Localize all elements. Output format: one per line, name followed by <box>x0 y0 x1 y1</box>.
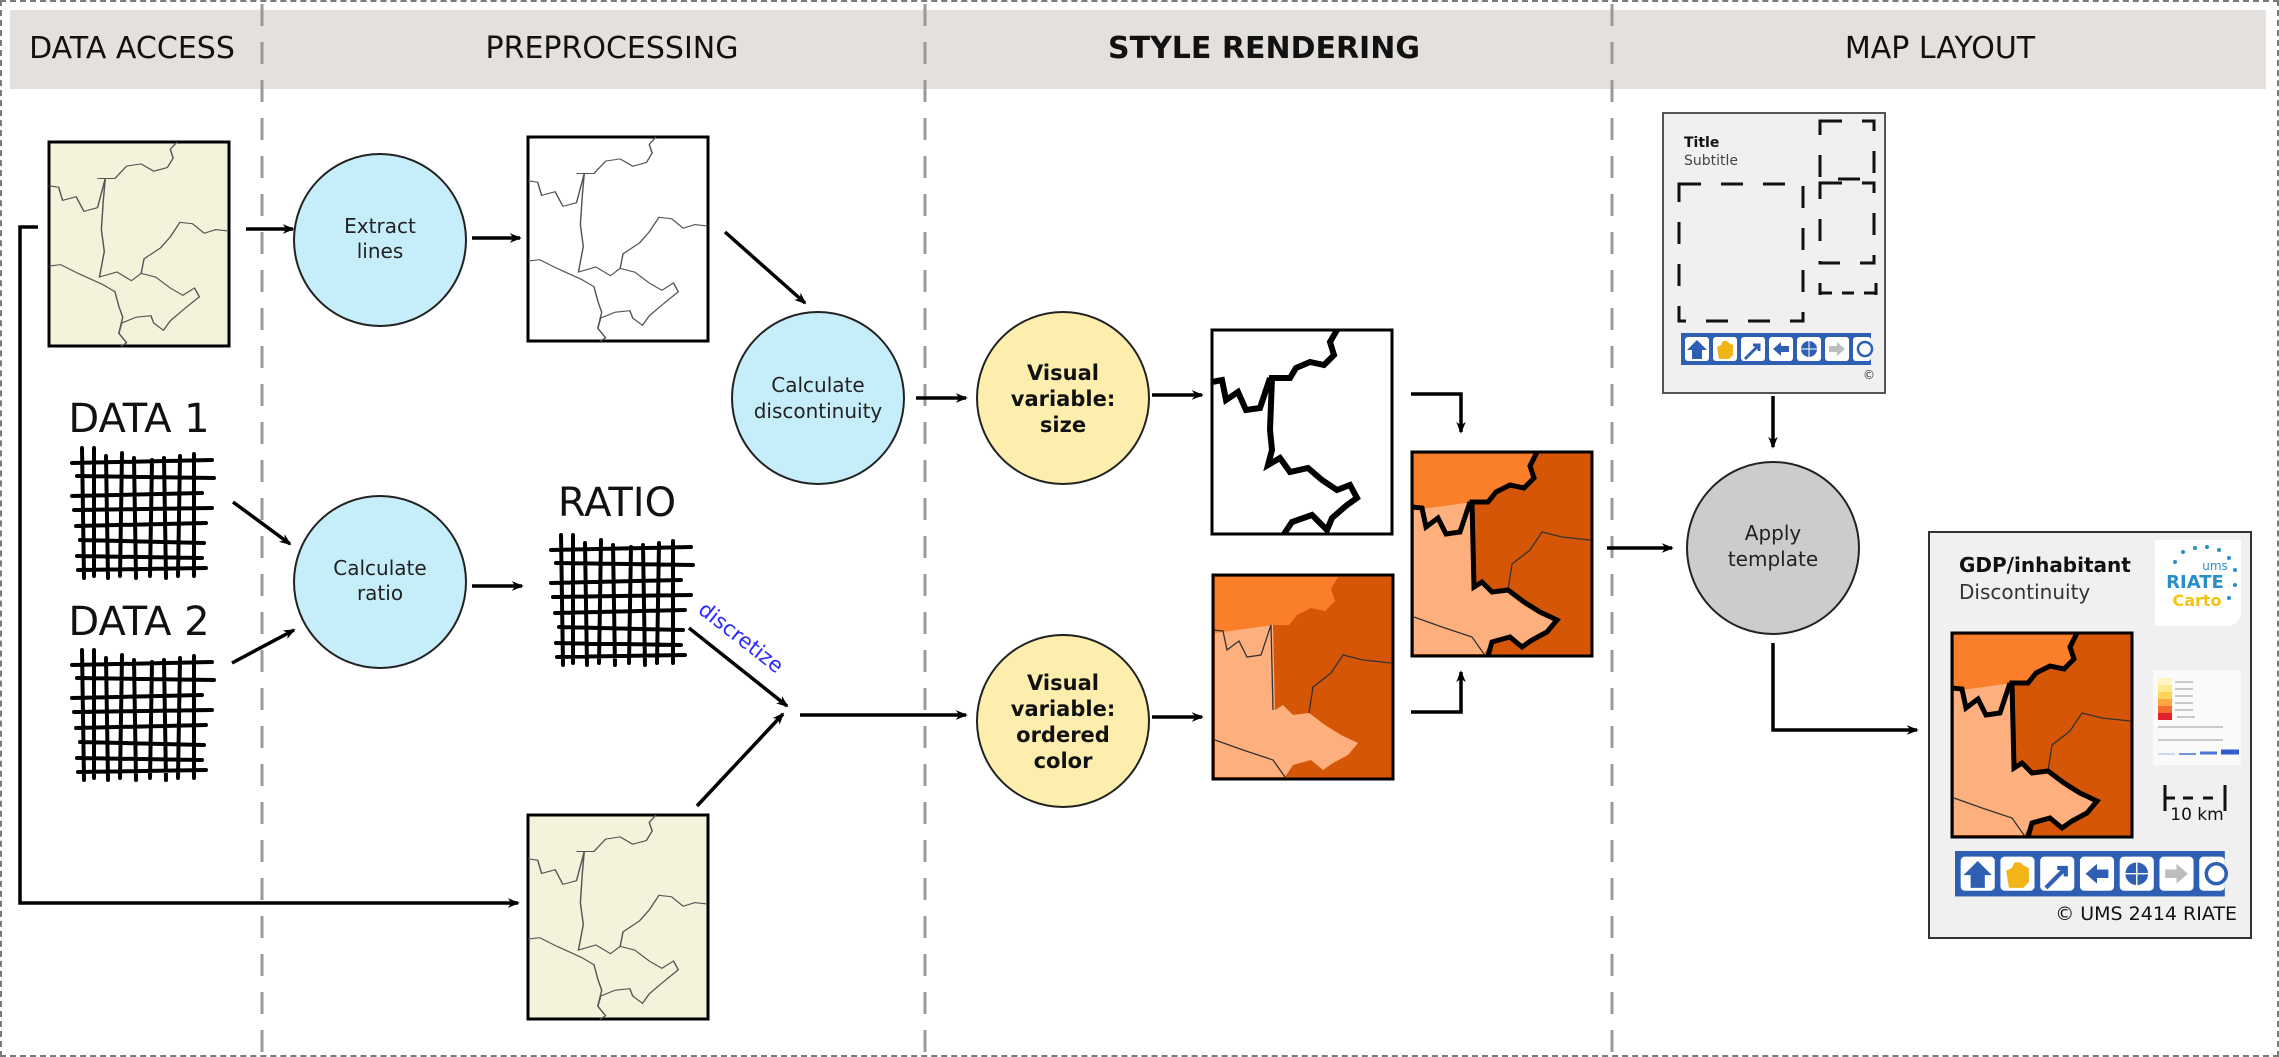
node-apply-template[interactable]: Apply template <box>1686 461 1860 635</box>
lines-map-thumbnail <box>526 135 710 343</box>
node-extract-lines-line1: Extract <box>344 214 416 238</box>
final-map-subtitle: Discontinuity <box>1959 580 2090 604</box>
template-toolbar <box>1679 331 1874 367</box>
node-calc-discontinuity[interactable]: Calculate discontinuity <box>731 311 905 485</box>
final-map-layout: GDP/inhabitant Discontinuity ums RIATE C… <box>1928 531 2252 939</box>
final-map-legend <box>2153 670 2241 765</box>
stage-header-data-access: DATA ACCESS <box>29 31 235 66</box>
connector-basemap-to-preprocessing <box>18 225 520 908</box>
node-visual-variable-size[interactable]: Visual variable: size <box>976 311 1150 485</box>
node-calc-discontinuity-line1: Calculate <box>771 373 864 397</box>
final-map-title: GDP/inhabitant <box>1959 553 2131 577</box>
logo-carto: Carto <box>2172 591 2221 610</box>
arrow-basemap-to-join <box>695 712 785 808</box>
arrow-to-calc-discontinuity <box>723 230 807 305</box>
template-logo-frame <box>1818 119 1876 181</box>
arrow-data2-to-ratio <box>231 628 296 665</box>
node-extract-lines-line2: lines <box>357 239 404 263</box>
stage-header-map-layout: MAP LAYOUT <box>1845 31 2036 66</box>
template-copyright: © <box>1863 368 1875 382</box>
arrow-apply-to-final <box>1771 643 1919 735</box>
data1-label: DATA 1 <box>68 396 209 442</box>
node-visual-color-line2: variable: <box>1011 697 1115 721</box>
final-choropleth-map <box>1950 631 2134 839</box>
ratio-label: RATIO <box>558 480 676 526</box>
arrow-size-to-combined <box>1411 392 1466 434</box>
discretize-label: discretize <box>694 597 788 678</box>
scale-bar: 10 km <box>2163 785 2227 825</box>
data2-label: DATA 2 <box>68 599 209 645</box>
node-calc-ratio-line1: Calculate <box>333 556 426 580</box>
node-visual-color-line3: ordered <box>1016 723 1110 747</box>
base-map-thumbnail <box>47 140 231 348</box>
template-legend-frame <box>1818 181 1876 265</box>
data2-grid-icon <box>70 648 216 782</box>
riate-logo: ums RIATE Carto <box>2155 540 2241 626</box>
discontinuity-lines-map <box>1210 328 1394 536</box>
stage-dividers <box>260 4 1614 1053</box>
stage-header-preprocessing: PREPROCESSING <box>486 31 739 66</box>
arrow-data1-to-ratio <box>231 500 292 546</box>
layout-template: Title Subtitle © <box>1662 112 1886 394</box>
final-map-copyright: © UMS 2414 RIATE <box>2055 903 2237 925</box>
node-calc-discontinuity-line2: discontinuity <box>754 399 883 423</box>
node-apply-template-line2: template <box>1728 547 1818 571</box>
template-title: Title <box>1684 135 1719 151</box>
template-map-frame <box>1677 182 1805 323</box>
node-visual-variable-color[interactable]: Visual variable: ordered color <box>976 634 1150 808</box>
ratio-grid-icon <box>549 533 695 667</box>
node-visual-size-line3: size <box>1040 413 1086 437</box>
node-visual-size-line1: Visual <box>1027 361 1099 385</box>
node-extract-lines[interactable]: Extract lines <box>293 153 467 327</box>
header-bar <box>10 10 2266 89</box>
node-visual-size-line2: variable: <box>1011 387 1115 411</box>
combined-discontinuity-map <box>1410 450 1594 658</box>
template-subtitle: Subtitle <box>1684 153 1738 169</box>
final-map-toolbar <box>1955 851 2226 896</box>
logo-riate: RIATE <box>2166 572 2224 593</box>
node-visual-color-line1: Visual <box>1027 671 1099 695</box>
node-calc-ratio-line2: ratio <box>357 581 403 605</box>
node-calc-ratio[interactable]: Calculate ratio <box>293 495 467 669</box>
stage-header-style-rendering: STYLE RENDERING <box>1108 31 1420 66</box>
base-map-thumbnail-2 <box>526 813 710 1021</box>
logo-ums: ums <box>2202 559 2228 573</box>
template-scale-frame <box>1818 283 1878 303</box>
ordered-color-map <box>1211 573 1395 781</box>
data1-grid-icon <box>70 446 216 580</box>
scale-label: 10 km <box>2170 805 2223 825</box>
node-apply-template-line1: Apply <box>1745 521 1802 545</box>
arrow-discretize <box>687 626 789 708</box>
node-visual-color-line4: color <box>1034 749 1094 773</box>
arrow-color-to-combined <box>1411 670 1466 714</box>
